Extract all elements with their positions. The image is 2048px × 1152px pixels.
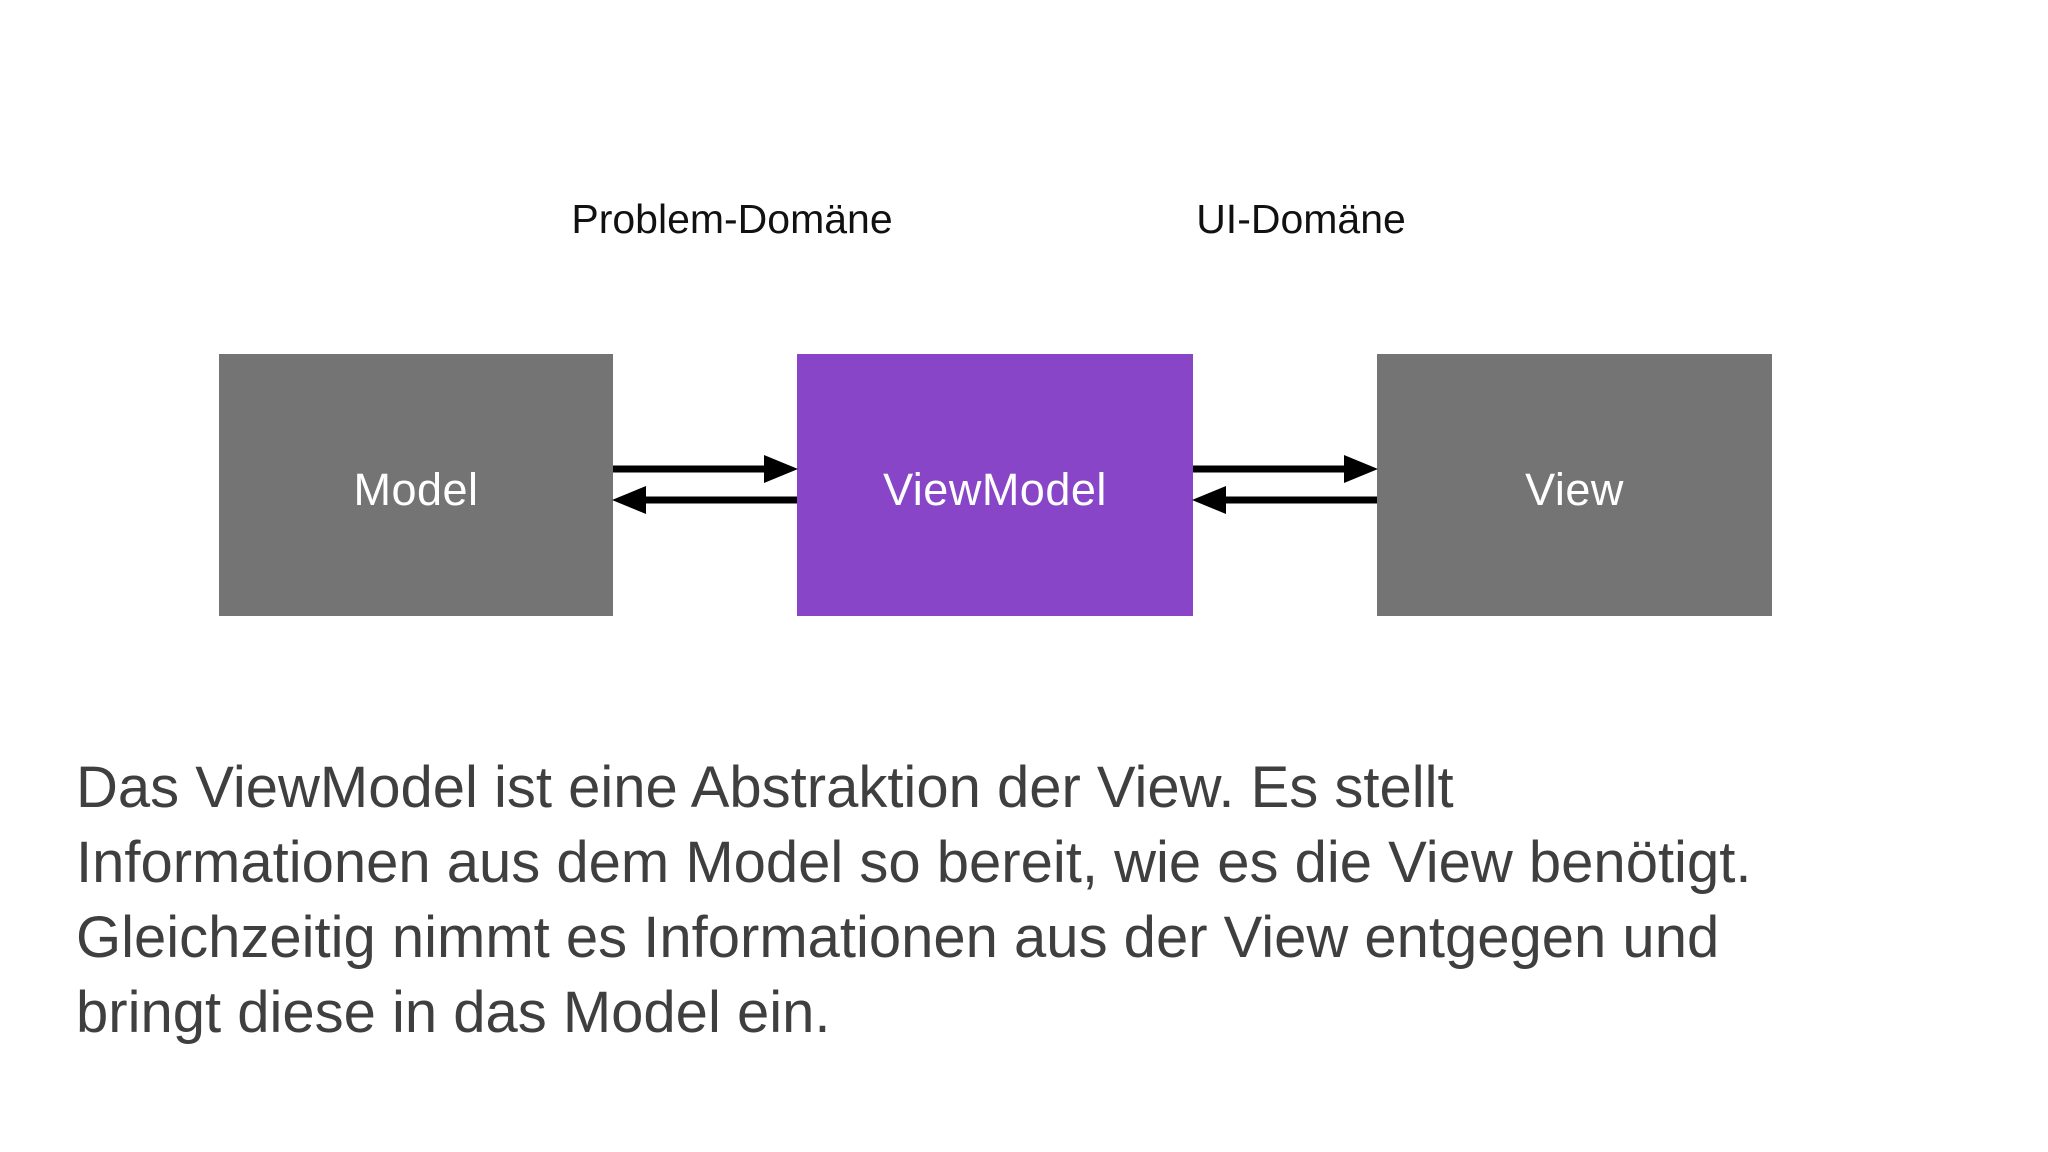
view-box-label: View	[1525, 464, 1624, 515]
description-line: Informationen aus dem Model so bereit, w…	[76, 830, 1752, 895]
arrow-viewmodel-to-model-icon	[612, 486, 797, 514]
arrow-view-to-viewmodel-icon	[1192, 486, 1377, 514]
view-box: View	[1377, 354, 1772, 616]
viewmodel-box-label: ViewModel	[883, 464, 1107, 515]
viewmodel-box: ViewModel	[797, 354, 1193, 616]
description-text: Das ViewModel ist eine Abstraktion der V…	[76, 750, 1751, 1050]
ui-domain-label: UI-Domäne	[1196, 196, 1406, 242]
arrow-model-to-viewmodel-icon	[613, 455, 798, 483]
problem-domain-label: Problem-Domäne	[571, 196, 893, 242]
description-line: bringt diese in das Model ein.	[76, 980, 831, 1045]
model-box: Model	[219, 354, 613, 616]
arrow-viewmodel-to-view-icon	[1193, 455, 1378, 483]
description-line: Gleichzeitig nimmt es Informationen aus …	[76, 905, 1720, 970]
model-box-label: Model	[353, 464, 479, 515]
description-line: Das ViewModel ist eine Abstraktion der V…	[76, 755, 1454, 820]
